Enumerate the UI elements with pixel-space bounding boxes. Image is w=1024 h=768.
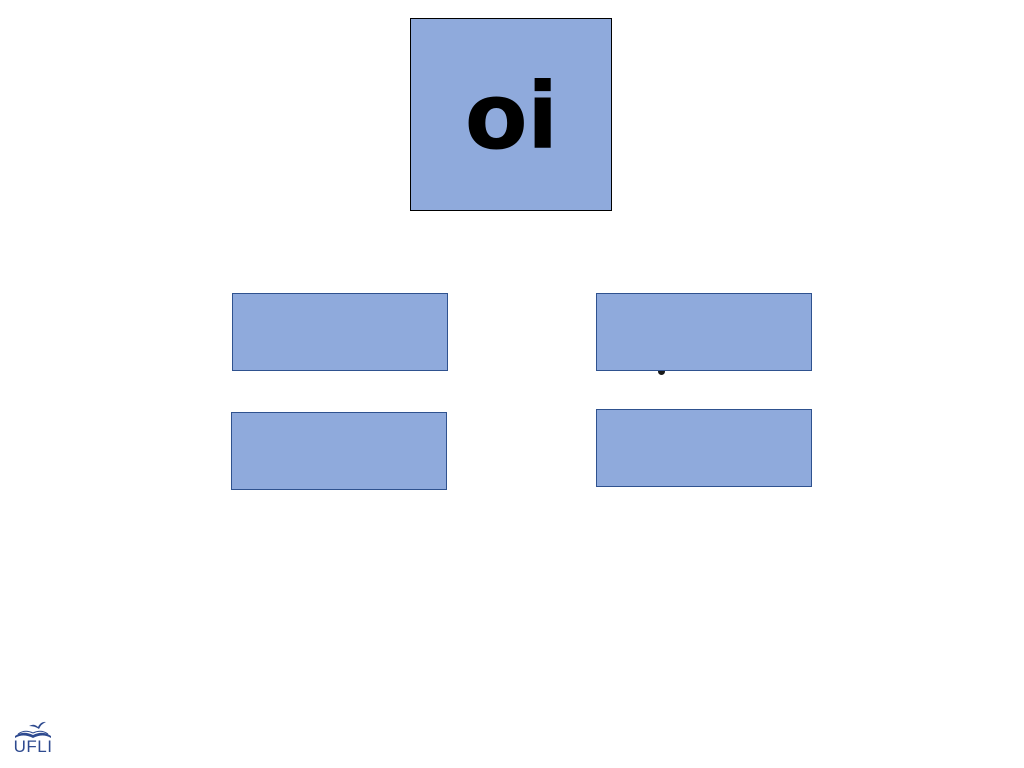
logo-text: UFLI xyxy=(13,737,53,756)
word-card-bottom-right[interactable] xyxy=(596,409,812,487)
word-card-bottom-left[interactable] xyxy=(231,412,447,490)
grapheme-text: oi xyxy=(464,62,559,170)
hidden-word-fragment xyxy=(656,371,668,377)
word-card-top-left[interactable] xyxy=(232,293,448,371)
open-book-with-bird-icon xyxy=(15,721,51,738)
word-card-top-right[interactable] xyxy=(596,293,812,371)
grapheme-card: oi xyxy=(410,18,612,211)
ufli-logo: UFLI xyxy=(10,718,56,760)
